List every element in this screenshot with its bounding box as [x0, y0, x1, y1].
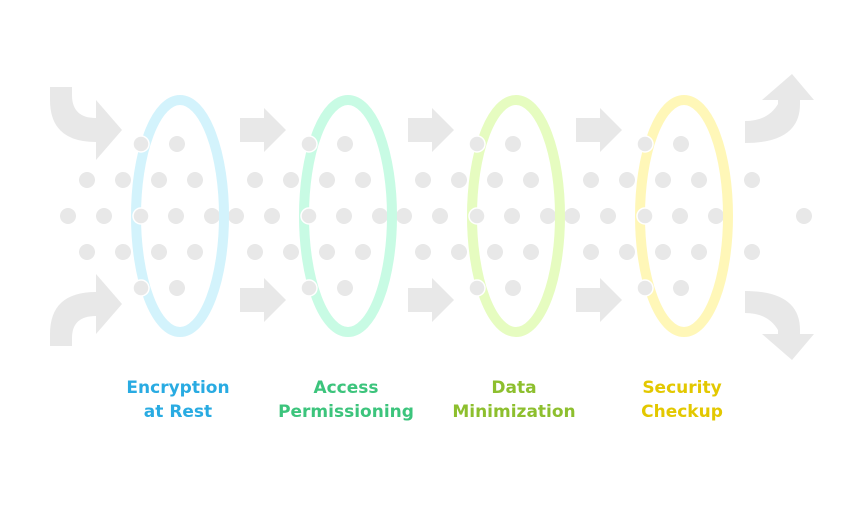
outlined-dot	[468, 207, 486, 225]
dot	[79, 172, 95, 188]
dot	[564, 208, 580, 224]
dot	[247, 244, 263, 260]
dot	[151, 244, 167, 260]
dot	[319, 172, 335, 188]
dot	[187, 172, 203, 188]
dot	[283, 244, 299, 260]
dot	[451, 244, 467, 260]
dot	[204, 208, 220, 224]
dot	[523, 172, 539, 188]
dot	[673, 280, 689, 296]
outlined-dot	[636, 135, 654, 153]
dot	[744, 172, 760, 188]
stage-label-line: Encryption	[126, 378, 230, 398]
dot	[115, 244, 131, 260]
outlined-dot	[132, 135, 150, 153]
dot	[264, 208, 280, 224]
dot	[337, 280, 353, 296]
dot	[168, 208, 184, 224]
dot	[355, 172, 371, 188]
stage-label-line: Access	[313, 378, 379, 398]
outlined-dot	[636, 207, 654, 225]
dot	[540, 208, 556, 224]
dot	[619, 172, 635, 188]
dot	[337, 136, 353, 152]
dot	[708, 208, 724, 224]
stage-label-line: at Rest	[143, 402, 213, 422]
dot	[451, 172, 467, 188]
dot	[504, 208, 520, 224]
outlined-dot	[468, 135, 486, 153]
outlined-dot	[132, 279, 150, 297]
dot	[672, 208, 688, 224]
arrow-right-icon	[576, 278, 622, 322]
dot	[487, 172, 503, 188]
dot	[600, 208, 616, 224]
arrow-right-icon	[408, 278, 454, 322]
dot	[79, 244, 95, 260]
dot	[169, 136, 185, 152]
dot	[796, 208, 812, 224]
dot	[523, 244, 539, 260]
dot	[169, 280, 185, 296]
dot	[583, 244, 599, 260]
outlined-dot	[300, 207, 318, 225]
dot	[283, 172, 299, 188]
curved-arrow-out-top-icon	[745, 74, 814, 143]
dot	[355, 244, 371, 260]
dot	[619, 244, 635, 260]
stage-label: Encryption at Rest	[98, 376, 258, 424]
dot	[187, 244, 203, 260]
dot	[691, 244, 707, 260]
outlined-dot	[636, 279, 654, 297]
outlined-dot	[468, 279, 486, 297]
dot	[415, 172, 431, 188]
curved-arrow-out-bottom-icon	[745, 291, 814, 360]
dot	[655, 172, 671, 188]
stage-label-line: Data	[491, 378, 537, 398]
dot	[415, 244, 431, 260]
dot	[115, 172, 131, 188]
outlined-dot	[300, 135, 318, 153]
arrow-right-icon	[240, 108, 286, 152]
dot	[505, 280, 521, 296]
dot	[151, 172, 167, 188]
dot	[691, 172, 707, 188]
dot	[247, 172, 263, 188]
dot	[96, 208, 112, 224]
stage-label-line: Permissioning	[278, 402, 414, 422]
dot	[60, 208, 76, 224]
stage-label-line: Minimization	[452, 402, 576, 422]
dot	[673, 136, 689, 152]
dot	[583, 172, 599, 188]
arrow-right-icon	[240, 278, 286, 322]
arrow-right-icon	[576, 108, 622, 152]
dot	[396, 208, 412, 224]
stage-label-line: Security	[642, 378, 722, 398]
curved-arrow-in-bottom-icon	[50, 274, 122, 346]
outlined-dot	[132, 207, 150, 225]
dot	[319, 244, 335, 260]
dot	[487, 244, 503, 260]
dot	[432, 208, 448, 224]
arrow-right-icon	[408, 108, 454, 152]
stage-label-line: Checkup	[641, 402, 723, 422]
dot	[505, 136, 521, 152]
dot	[336, 208, 352, 224]
dot	[744, 244, 760, 260]
outlined-dot	[300, 279, 318, 297]
dot	[372, 208, 388, 224]
dot	[228, 208, 244, 224]
dot	[655, 244, 671, 260]
curved-arrow-in-top-icon	[50, 87, 122, 160]
